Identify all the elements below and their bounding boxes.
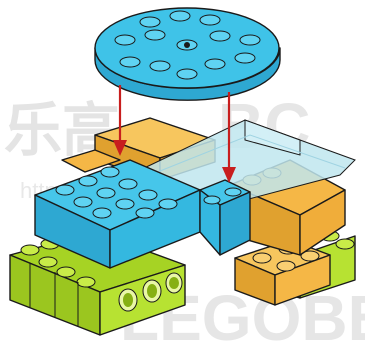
blue-brick-2x4: [199, 179, 251, 256]
blue-brick-4x4: [34, 159, 201, 269]
round-plate-4x4: [94, 7, 281, 101]
assembly-arrows: [113, 85, 236, 183]
